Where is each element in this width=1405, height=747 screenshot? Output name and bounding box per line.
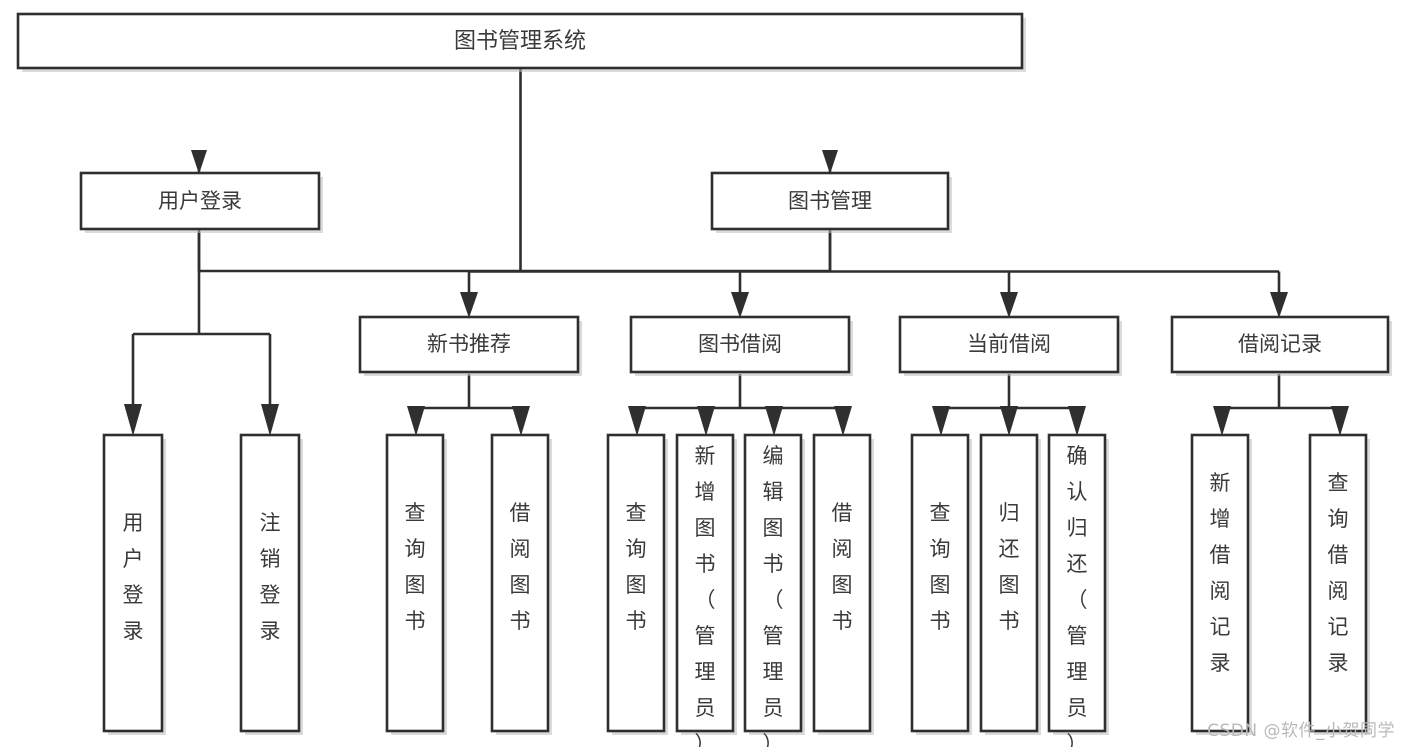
arrowhead-leaf-edit-book (765, 406, 783, 436)
node-new-book-recommend[interactable]: 新书推荐 (358, 315, 582, 376)
node-label-current-borrow: 当前借阅 (967, 332, 1051, 356)
node-box (675, 433, 735, 733)
leaf-label-query-book-2: 查询图书 (626, 501, 647, 633)
arrowhead-leaf-return-book (1000, 406, 1018, 436)
leaf-label-confirm-return: 确认归还（管理员） (1067, 444, 1088, 747)
leaf-node-confirm-return[interactable]: 确认归还（管理员） (1047, 433, 1109, 747)
arrowhead-newbook (460, 292, 478, 318)
node-box (629, 315, 851, 374)
node-box (385, 433, 445, 733)
node-label-new-book-recommend: 新书推荐 (427, 332, 511, 356)
leaf-node-logout[interactable]: 注销登录 (239, 433, 303, 735)
arrowhead-leaf-query-book-1 (407, 406, 425, 436)
leaf-node-borrow-book[interactable]: 借阅图书 (812, 433, 874, 735)
node-box (1170, 315, 1390, 374)
leaf-label-user-login: 用户登录 (123, 511, 144, 643)
node-box (79, 171, 321, 231)
leaf-label-query-book-1: 查询图书 (405, 501, 426, 633)
arrowhead-leaf-borrow-book-2 (834, 406, 852, 436)
node-box (102, 433, 164, 733)
node-label-root: 图书管理系统 (454, 29, 586, 54)
leaf-node-edit-book[interactable]: 编辑图书（管理员） (743, 433, 805, 747)
leaf-label-add-book: 新增图书（管理员） (695, 444, 716, 747)
node-book-borrow[interactable]: 图书借阅 (629, 315, 853, 376)
arrowhead-current (1000, 292, 1018, 318)
leaf-node-borrow-book-recommend[interactable]: 借阅图书 (490, 433, 552, 735)
connector-layer (124, 68, 1349, 436)
leaf-node-query-book-borrow[interactable]: 查询图书 (606, 433, 668, 735)
node-box (1308, 433, 1368, 733)
node-user-login[interactable]: 用户登录 (79, 171, 323, 233)
node-book-management[interactable]: 图书管理 (710, 171, 952, 233)
leaf-node-add-book[interactable]: 新增图书（管理员） (675, 433, 737, 747)
node-box (743, 433, 803, 733)
node-box (358, 315, 580, 374)
csdn-watermark: CSDN @软件_小贺同学 (1207, 721, 1395, 741)
arrowhead-borrow (731, 292, 749, 318)
leaf-node-user-login[interactable]: 用户登录 (102, 433, 166, 735)
leaf-node-query-book-current[interactable]: 查询图书 (910, 433, 972, 735)
node-box (490, 433, 550, 733)
node-label-user-login: 用户登录 (158, 189, 242, 213)
node-box (898, 315, 1120, 374)
node-box (979, 433, 1039, 733)
arrowhead-leaf-query-book-3 (932, 406, 950, 436)
arrowhead-leaf-confirm-return (1068, 406, 1086, 436)
leaf-label-borrow-book-2: 借阅图书 (832, 501, 853, 633)
arrowhead-leaf-add-book (697, 406, 715, 436)
node-box (1047, 433, 1107, 733)
leaf-node-return-book[interactable]: 归还图书 (979, 433, 1041, 735)
node-label-borrow-record: 借阅记录 (1238, 332, 1322, 356)
node-box (606, 433, 666, 733)
leaf-node-add-borrow-record[interactable]: 新增借阅记录 (1190, 433, 1252, 735)
arrowhead-leaf-logout (261, 404, 279, 436)
leaf-label-add-record: 新增借阅记录 (1210, 471, 1231, 675)
leaf-label-return-book: 归还图书 (999, 501, 1020, 633)
node-box (239, 433, 301, 733)
arrowhead-leaf-query-book-2 (628, 406, 646, 436)
arrowhead-record (1270, 292, 1288, 318)
arrowhead-book-mgmt (822, 150, 838, 174)
leaf-label-borrow-book-1: 借阅图书 (510, 501, 531, 633)
arrowhead-leaf-borrow-book-1 (512, 406, 530, 436)
arrowhead-leaf-add-record (1213, 406, 1231, 436)
node-root-book-management-system[interactable]: 图书管理系统 (16, 12, 1026, 72)
arrowhead-user-login (191, 150, 207, 174)
leaf-node-query-borrow-record[interactable]: 查询借阅记录 (1308, 433, 1370, 735)
node-label-book-borrow: 图书借阅 (698, 332, 782, 356)
arrowhead-leaf-query-record (1331, 406, 1349, 436)
leaf-label-logout: 注销登录 (260, 511, 281, 643)
node-borrow-record[interactable]: 借阅记录 (1170, 315, 1392, 376)
node-box (1190, 433, 1250, 733)
leaf-label-edit-book: 编辑图书（管理员） (763, 444, 784, 747)
node-label-book-management: 图书管理 (788, 189, 872, 213)
arrowhead-leaf-user-login (124, 404, 142, 436)
node-box (710, 171, 950, 231)
node-box (910, 433, 970, 733)
leaf-label-query-book-3: 查询图书 (930, 501, 951, 633)
node-box (812, 433, 872, 733)
leaf-node-query-book-recommend[interactable]: 查询图书 (385, 433, 447, 735)
node-current-borrow[interactable]: 当前借阅 (898, 315, 1122, 376)
leaf-label-query-record: 查询借阅记录 (1328, 471, 1349, 675)
node-box (16, 12, 1024, 70)
